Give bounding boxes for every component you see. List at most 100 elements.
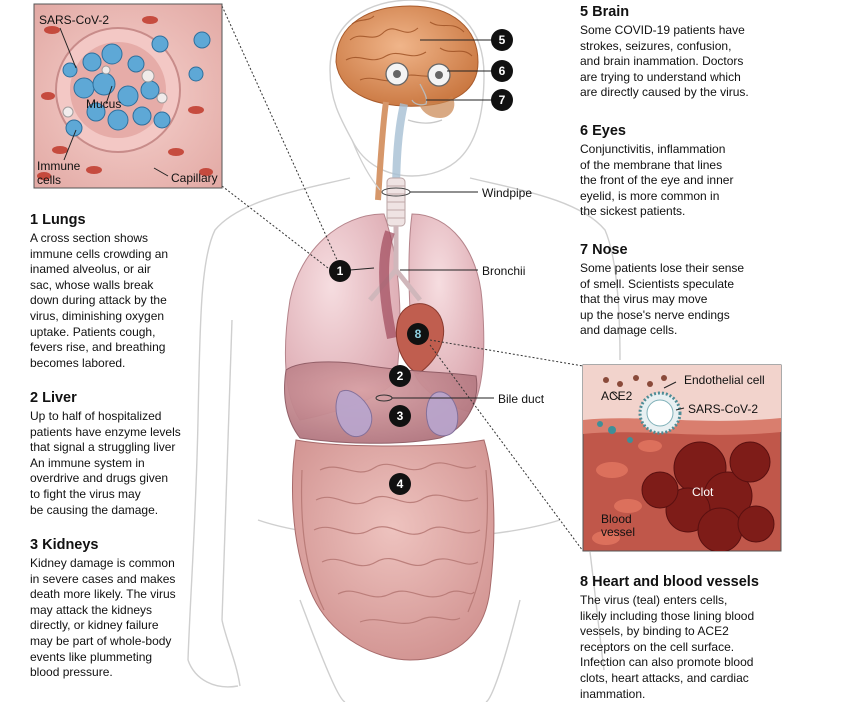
text-line: may attack the kidneys: [30, 602, 153, 617]
svg-text:6: 6: [499, 64, 506, 78]
svg-text:3: 3: [397, 409, 404, 423]
svg-text:1: 1: [337, 264, 344, 278]
text-line: blood pressure.: [30, 665, 113, 680]
inset-capillary-label: Capillary: [171, 171, 218, 185]
text-line: patients have enzyme levels: [30, 424, 181, 439]
head: [329, 0, 485, 201]
text-line: of the membrane that lines: [580, 157, 723, 172]
text-line: in severe cases and makes: [30, 571, 176, 586]
inset-blood-label: Blood: [601, 512, 632, 526]
text-line: may be part of whole-body: [30, 633, 172, 648]
text-line: down during attack by the: [30, 293, 167, 308]
text-line: up the nose's nerve endings: [580, 307, 730, 322]
text-line: fevers rise, and breathing: [30, 340, 166, 355]
text-line: inamed alveolus, or air: [30, 262, 151, 277]
marker-2: 2: [389, 365, 411, 387]
text-line: that signal a struggling liver: [30, 440, 176, 455]
text-line: Some patients lose their sense: [580, 261, 745, 275]
body-outline: [187, 177, 621, 702]
alveolus-inset: [33, 3, 223, 189]
text-line: uptake. Patients cough,: [30, 324, 156, 339]
inset-immune-label-1: Immune: [37, 159, 81, 173]
section-eyes-title: 6 Eyes: [580, 123, 626, 139]
inset-endothelial-label: Endothelial cell: [684, 373, 765, 387]
section-brain-title: 5 Brain: [580, 4, 630, 20]
text-line: An immune system in: [30, 455, 145, 470]
text-line: virus, diminishing oxygen: [30, 308, 165, 323]
inset-ace2-label: ACE2: [601, 389, 633, 403]
text-line: the front of the eye and inner: [580, 173, 734, 188]
windpipe-label: Windpipe: [482, 186, 533, 200]
marker-6: 6: [491, 60, 513, 82]
text-line: A cross section shows: [30, 231, 149, 245]
svg-text:2: 2: [397, 369, 404, 383]
inset-immune-label-2: cells: [37, 173, 62, 187]
text-line: directly, or kidney failure: [30, 618, 159, 633]
text-line: receptors on the cell surface.: [580, 639, 735, 654]
svg-text:5: 5: [499, 33, 506, 47]
text-line: strokes, seizures, confusion,: [580, 38, 732, 53]
leader-lines: [349, 39, 496, 399]
text-line: clots, heart attacks, and cardiac: [580, 670, 749, 685]
text-line: sac, whose walls break: [30, 277, 154, 292]
section-heart-body: The virus (teal) enters cells,likely inc…: [580, 593, 845, 702]
text-line: Some COVID-19 patients have: [580, 23, 745, 37]
text-line: and brain inammation. Doctors: [580, 54, 744, 69]
numbered-markers: 1 2 3 4 5 6 7 8: [329, 29, 513, 495]
section-heart-title: 8 Heart and blood vessels: [580, 574, 759, 590]
text-line: overdrive and drugs given: [30, 471, 169, 486]
text-line: of smell. Scientists speculate: [580, 276, 735, 291]
text-line: Infection can also promote blood: [580, 655, 754, 670]
marker-5: 5: [491, 29, 513, 51]
section-lungs-title: 1 Lungs: [30, 212, 86, 228]
marker-4: 4: [389, 473, 411, 495]
section-kidneys-title: 3 Kidneys: [30, 537, 99, 553]
text-line: to fight the virus may: [30, 486, 141, 501]
text-line: events like plummeting: [30, 649, 153, 664]
marker-8: 8: [407, 323, 429, 345]
callout-lines: [221, 5, 584, 552]
inset-virus-label-2: SARS-CoV-2: [688, 402, 759, 416]
text-line: The virus (teal) enters cells,: [580, 593, 728, 607]
text-line: vessels, by binding to ACE2: [580, 624, 729, 639]
text-line: the sickest patients.: [580, 204, 686, 219]
text-line: Conjunctivitis, inflammation: [580, 142, 726, 156]
inset-clot-label: Clot: [692, 485, 714, 499]
windpipe: [381, 177, 411, 227]
text-line: eyelid, is more common in: [580, 188, 720, 203]
inset-vessel-label: vessel: [601, 525, 636, 539]
svg-text:8: 8: [415, 327, 422, 341]
section-liver-title: 2 Liver: [30, 390, 77, 406]
marker-3: 3: [389, 405, 411, 427]
inset-virus-label: SARS-CoV-2: [39, 13, 110, 27]
svg-text:7: 7: [499, 93, 506, 107]
vessel-inset: [582, 364, 782, 552]
text-line: becomes labored.: [30, 355, 126, 370]
text-line: that the virus may move: [580, 292, 708, 307]
text-line: be causing the damage.: [30, 502, 159, 517]
kidneys: [335, 390, 459, 438]
text-line: and damage cells.: [580, 323, 678, 338]
bile-duct-label: Bile duct: [498, 392, 545, 406]
bronchii-label: Bronchii: [482, 264, 526, 278]
inset-mucus-label: Mucus: [86, 97, 122, 111]
text-line: Up to half of hospitalized: [30, 409, 162, 423]
text-line: are trying to understand which: [580, 69, 741, 84]
text-line: likely including those lining blood: [580, 608, 755, 623]
svg-text:4: 4: [397, 477, 404, 491]
section-nose-title: 7 Nose: [580, 242, 628, 258]
text-line: are directly caused by the virus.: [580, 85, 749, 100]
text-line: inammation.: [580, 686, 646, 701]
text-line: death more likely. The virus: [30, 587, 176, 602]
